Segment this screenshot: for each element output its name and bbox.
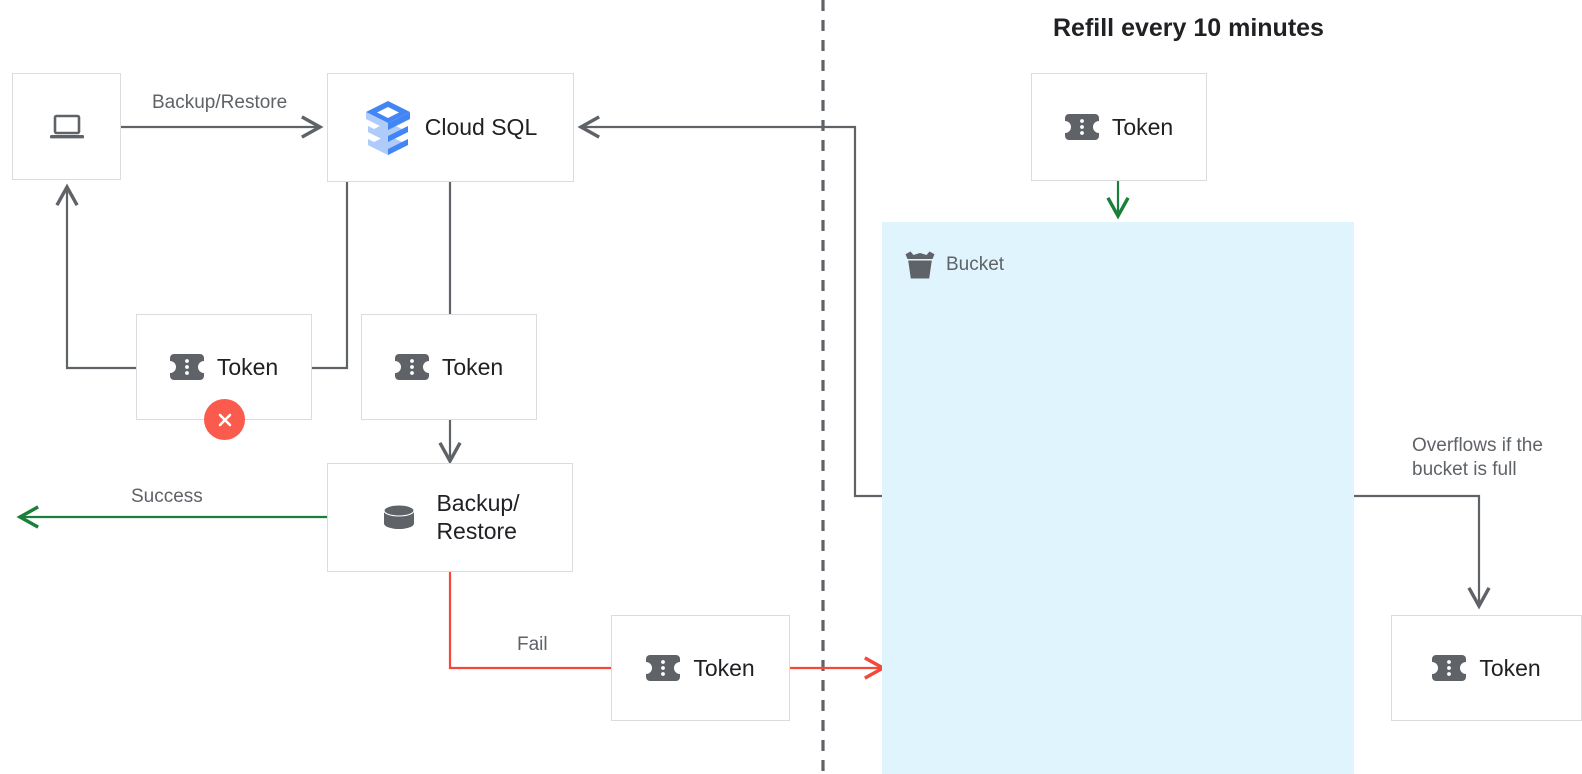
token-label: Token xyxy=(1111,113,1174,140)
diagram-title: Refill every 10 minutes xyxy=(1053,14,1324,42)
token-icon xyxy=(169,352,204,382)
database-icon xyxy=(380,503,418,533)
bucket-panel: Bucket Token xyxy=(882,222,1354,774)
token-label: Token xyxy=(216,353,279,380)
edge-label-success: Success xyxy=(131,486,203,507)
edge-token-retry-to-client xyxy=(55,183,136,370)
token-label: Token xyxy=(693,654,755,681)
error-x-badge xyxy=(204,399,245,440)
laptop-icon xyxy=(48,112,86,142)
token-overflow-node[interactable]: Token xyxy=(1391,615,1582,721)
edge-bucket-overflow xyxy=(1354,494,1491,610)
token-icon xyxy=(1064,112,1099,142)
token-label: Token xyxy=(441,353,504,380)
client-node[interactable] xyxy=(12,73,121,180)
cloud-sql-icon xyxy=(364,100,412,155)
edge-bucket-to-cloudsql xyxy=(577,115,892,498)
close-icon xyxy=(218,413,231,426)
token-refill-node[interactable]: Token xyxy=(1031,73,1207,181)
token-icon xyxy=(394,352,429,382)
token-request-node[interactable]: Token xyxy=(361,314,537,420)
token-fail-node[interactable]: Token xyxy=(611,615,790,721)
bucket-header: Bucket xyxy=(903,250,1004,280)
bucket-icon xyxy=(903,250,937,280)
edge-cloudsql-to-token-retry xyxy=(312,182,349,370)
token-icon xyxy=(646,653,681,683)
token-icon xyxy=(1432,653,1467,683)
token-label: Token xyxy=(1479,654,1541,681)
cloud-sql-label: Cloud SQL xyxy=(424,113,538,140)
edge-label-fail: Fail xyxy=(517,634,548,655)
edge-label-backup-restore: Backup/Restore xyxy=(152,92,288,113)
bucket-title: Bucket xyxy=(946,254,1005,275)
backup-restore-label: Backup/ Restore xyxy=(436,490,520,544)
cloud-sql-node[interactable]: Cloud SQL xyxy=(327,73,574,182)
backup-restore-node[interactable]: Backup/ Restore xyxy=(327,463,573,572)
edge-label-overflow: Overflows if the bucket is full xyxy=(1412,435,1543,480)
